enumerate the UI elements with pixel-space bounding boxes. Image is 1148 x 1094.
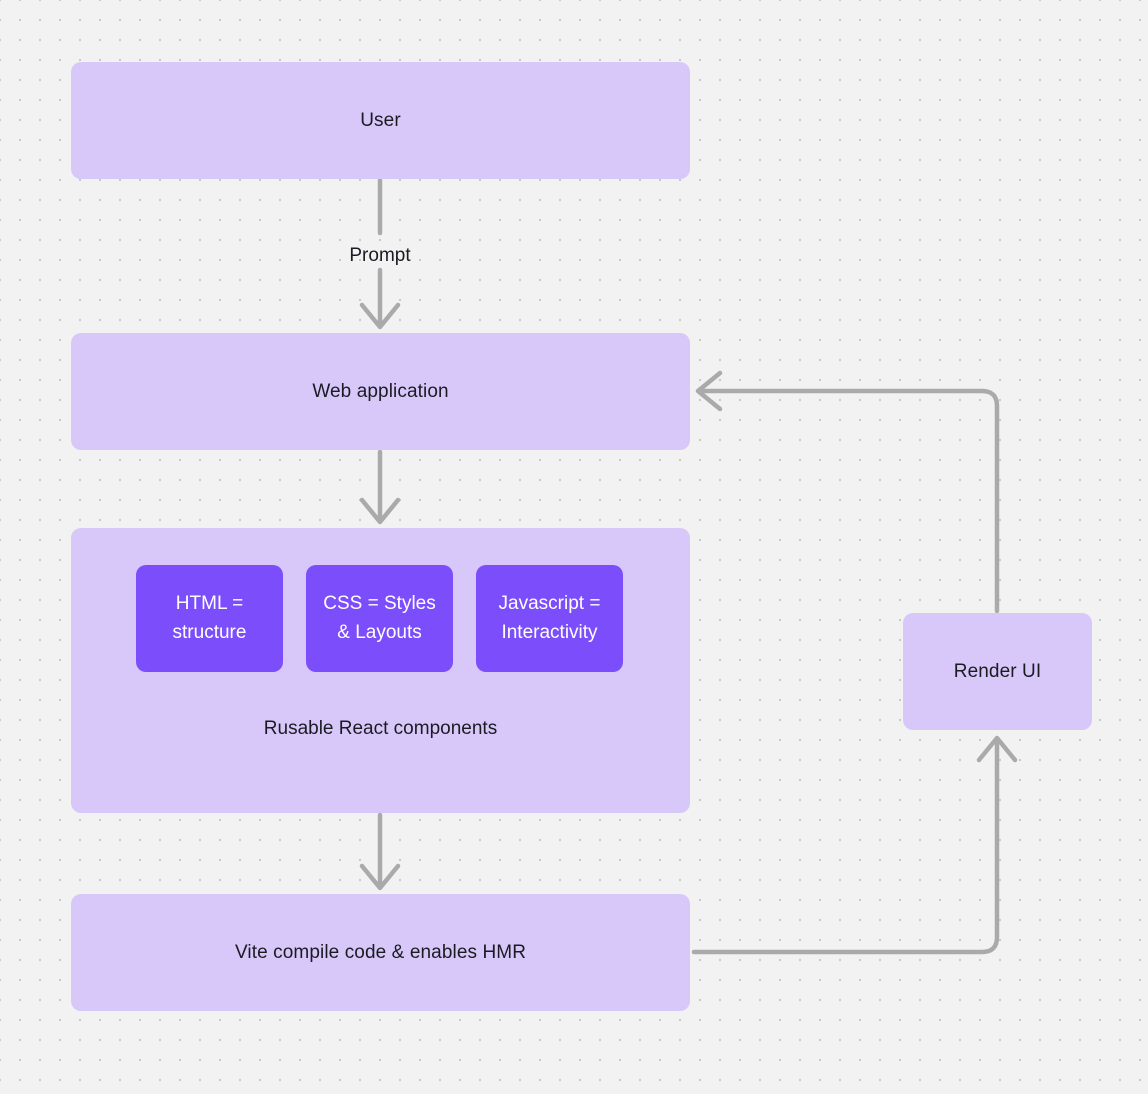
node-render-ui-label: Render UI [953,660,1042,682]
node-user-label: User [360,109,401,131]
edge-vite-to-render-ui [691,735,1018,955]
edge-label-prompt: Prompt [349,245,410,267]
edge-label-prompt-text: Prompt [349,245,411,266]
edge-components-to-vite [359,812,401,891]
node-web-application-label: Web application [312,380,449,402]
chip-html-label: HTML = structure [172,593,247,643]
edge-render-ui-to-web-application [695,370,1000,614]
node-vite[interactable]: Vite compile code & enables HMR [71,894,690,1011]
chip-html[interactable]: HTML = structure [136,565,283,672]
chip-javascript-label: Javascript = Interactivity [498,593,601,643]
node-web-application[interactable]: Web application [71,333,690,450]
node-render-ui[interactable]: Render UI [903,613,1092,730]
caption-reusable-react-components: Rusable React components [71,718,690,740]
chip-javascript[interactable]: Javascript = Interactivity [476,565,623,672]
node-user[interactable]: User [71,62,690,179]
edge-web-application-to-components [359,449,401,525]
caption-reusable-react-components-label: Rusable React components [263,718,498,739]
chip-css[interactable]: CSS = Styles & Layouts [306,565,453,672]
node-vite-label: Vite compile code & enables HMR [234,941,527,963]
chip-css-label: CSS = Styles & Layouts [323,593,436,643]
